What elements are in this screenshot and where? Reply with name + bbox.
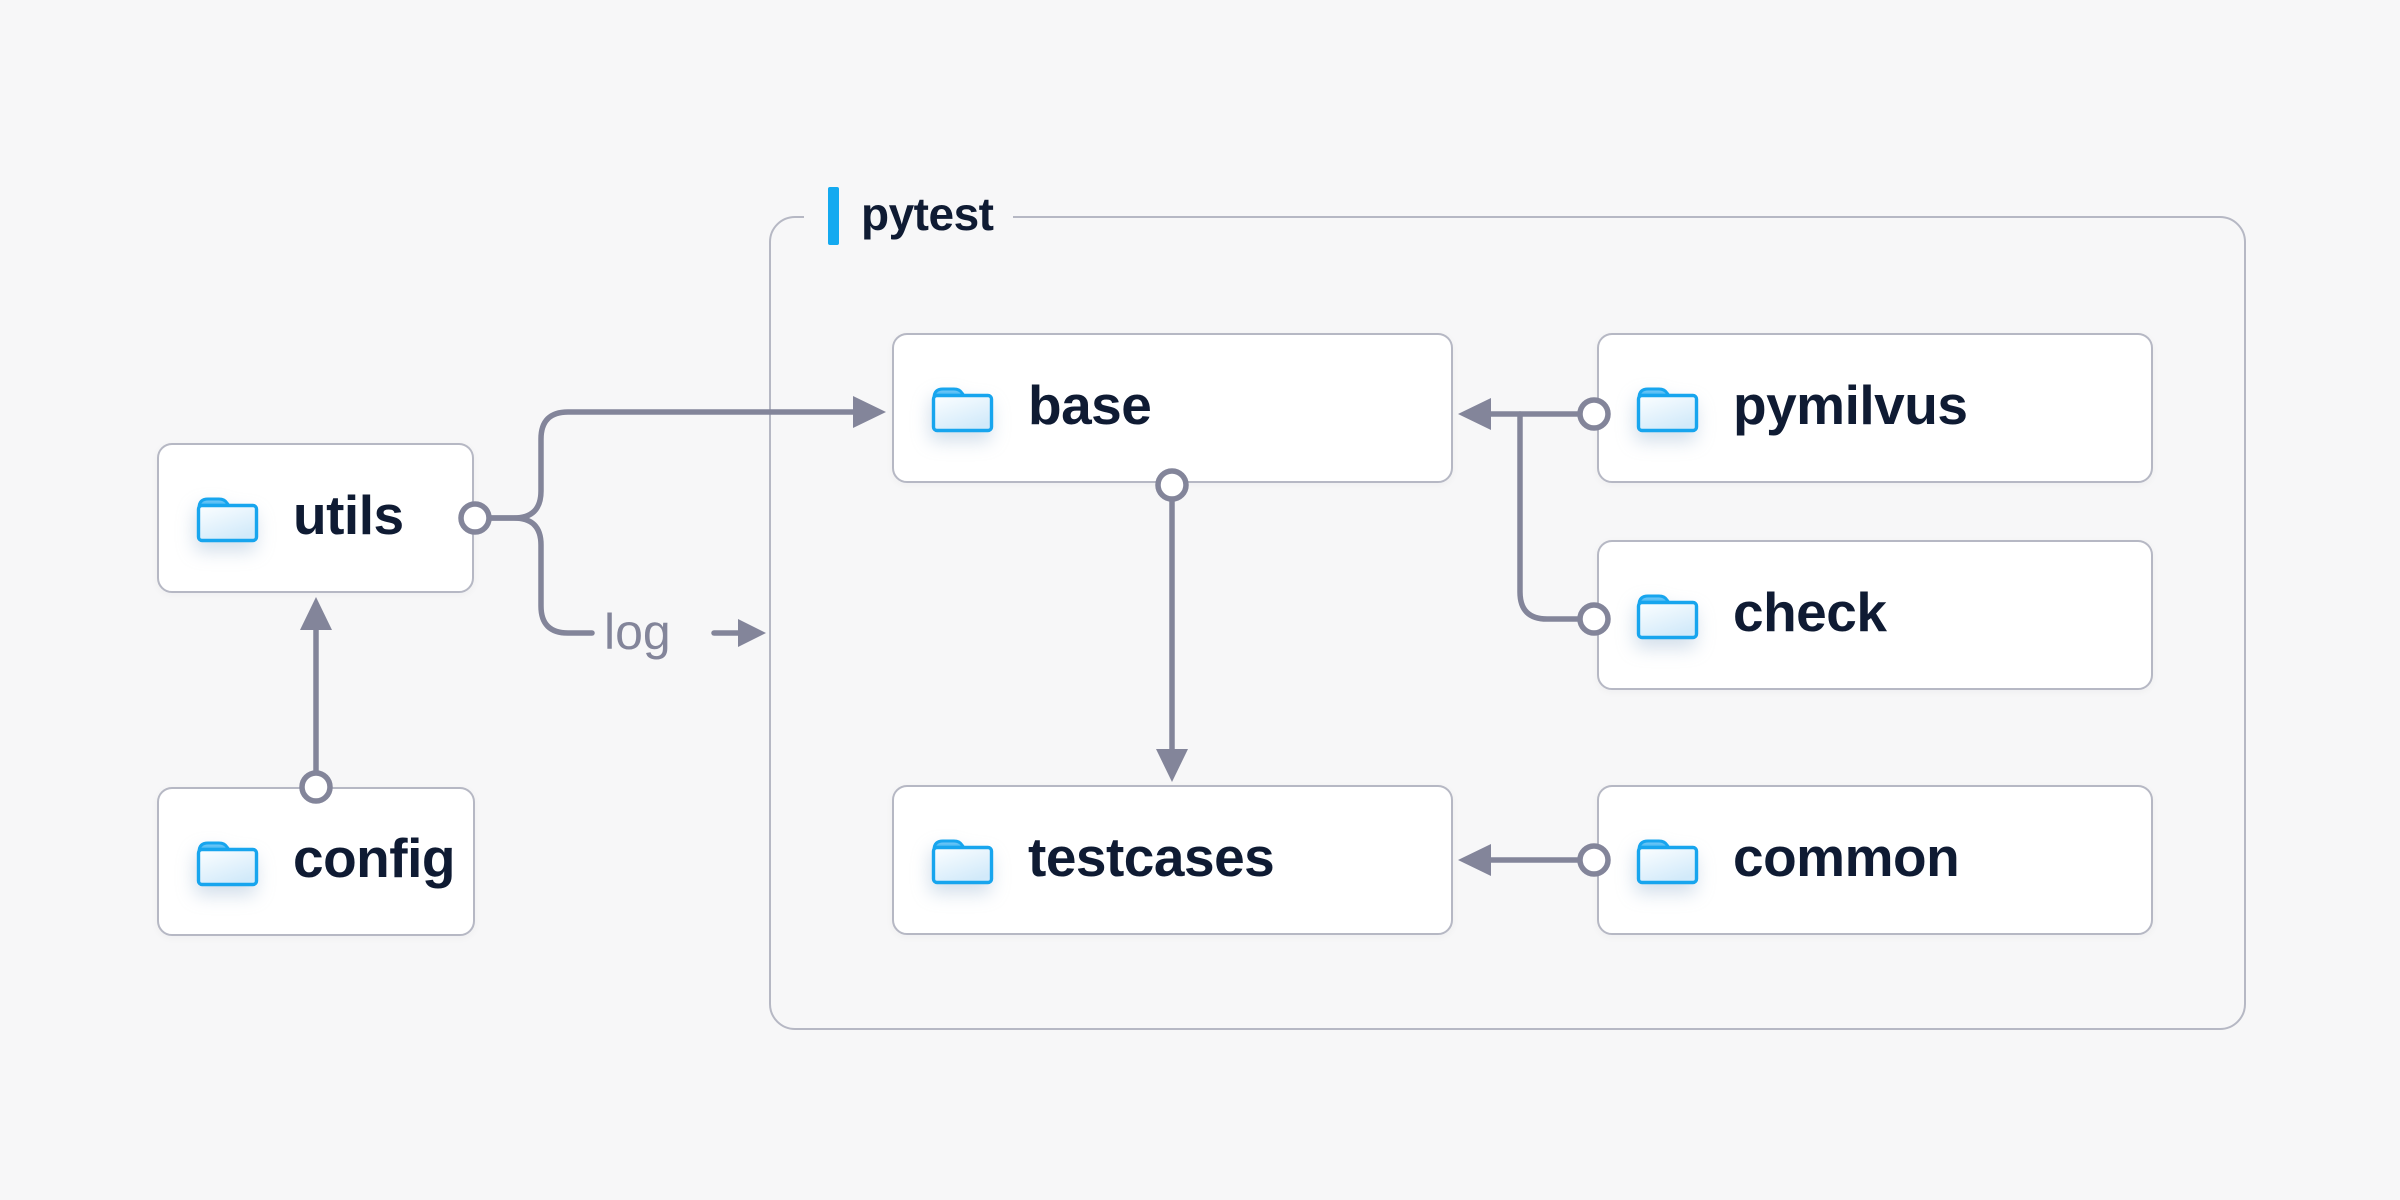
edge-utils-to-log xyxy=(486,515,595,636)
edge-config-to-utils xyxy=(300,597,332,775)
node-label: common xyxy=(1733,825,1960,888)
folder-icon xyxy=(196,840,259,886)
log-arrow-icon xyxy=(711,619,766,647)
node-label: config xyxy=(293,827,455,889)
group-label-text: pytest xyxy=(861,188,994,240)
folder-icon xyxy=(931,839,994,885)
folder-icon xyxy=(1636,839,1699,885)
node-common: common xyxy=(1597,785,2153,935)
pytest-group-label: pytest xyxy=(804,183,1014,249)
pytest-group-container xyxy=(769,216,2246,1030)
folder-icon xyxy=(1636,594,1699,640)
node-label: check xyxy=(1733,580,1887,643)
node-check: check xyxy=(1597,540,2153,690)
folder-icon xyxy=(196,497,259,543)
folder-icon xyxy=(1636,387,1699,433)
node-testcases: testcases xyxy=(892,785,1453,935)
folder-icon xyxy=(931,387,994,433)
accent-bar xyxy=(828,187,839,245)
node-pymilvus: pymilvus xyxy=(1597,333,2153,483)
node-utils: utils xyxy=(157,443,474,593)
node-label: testcases xyxy=(1028,825,1275,888)
node-label: pymilvus xyxy=(1733,373,1968,436)
log-edge-label: log xyxy=(604,604,671,660)
node-base: base xyxy=(892,333,1453,483)
node-label: utils xyxy=(293,483,404,546)
node-config: config xyxy=(157,787,475,936)
node-label: base xyxy=(1028,373,1152,436)
